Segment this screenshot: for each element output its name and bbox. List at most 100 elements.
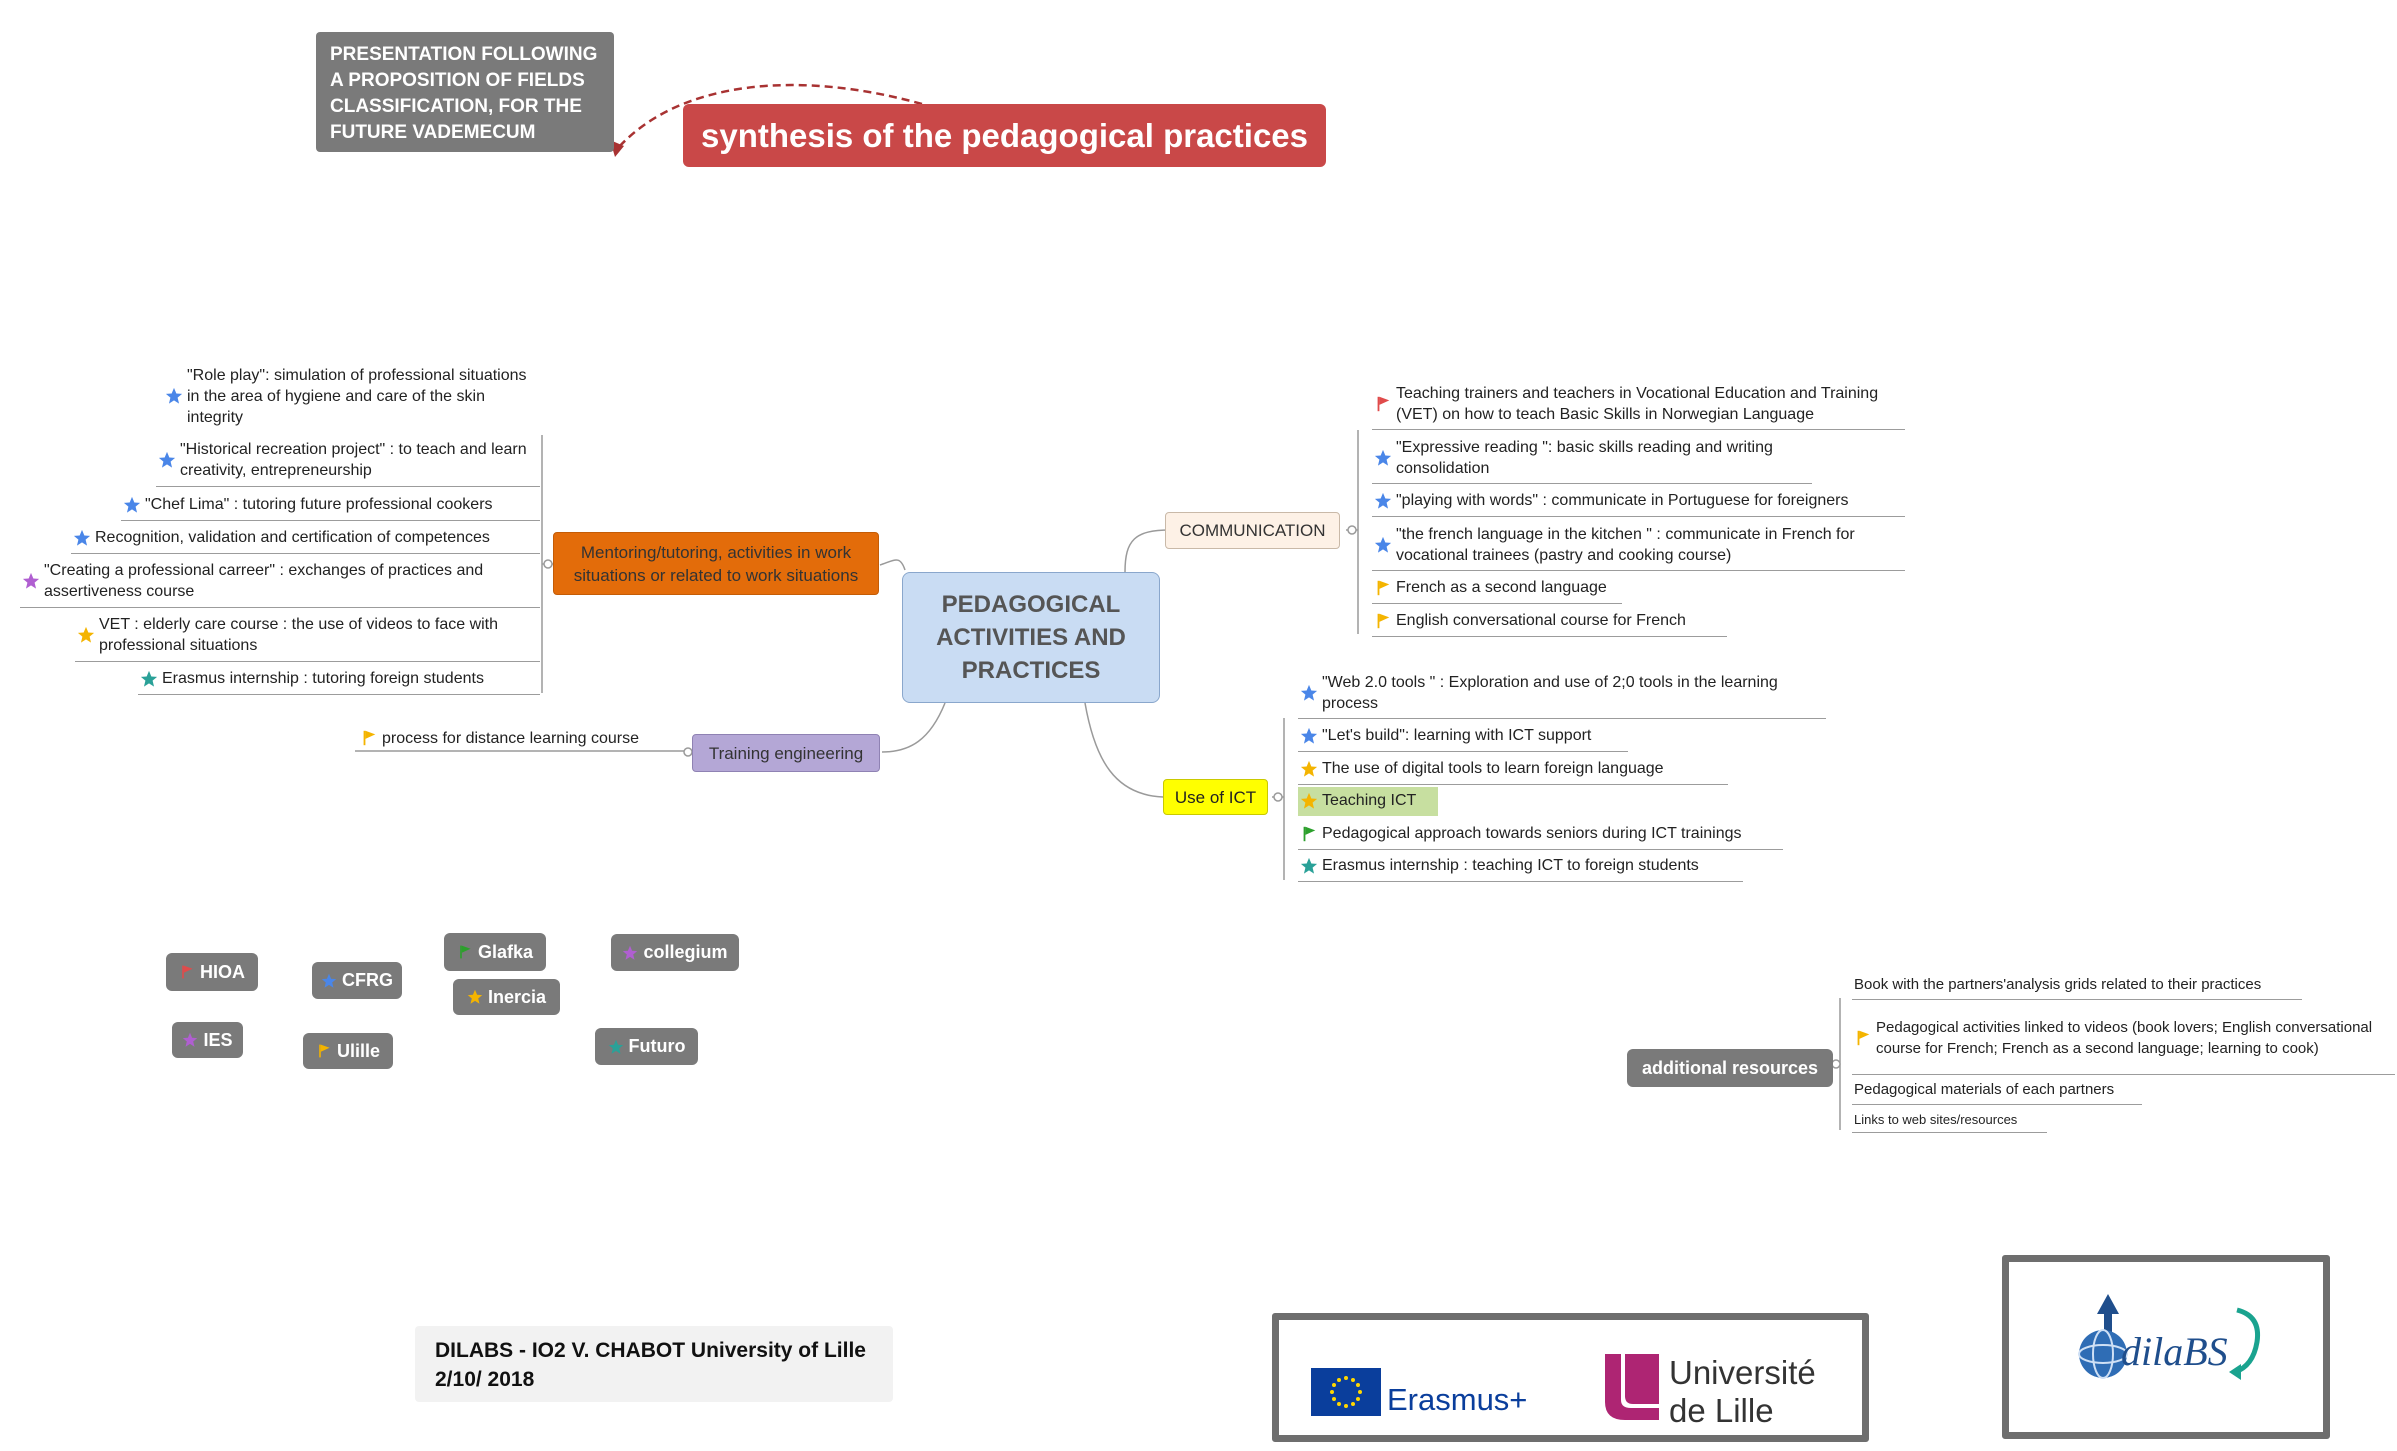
- communication-item[interactable]: "the french language in the kitchen " : …: [1372, 521, 1905, 571]
- ict-item-label: Teaching ICT: [1322, 792, 1417, 809]
- partner-tag-glafka[interactable]: Glafka: [444, 933, 546, 971]
- ict-item[interactable]: "Web 2.0 tools " : Exploration and use o…: [1298, 669, 1826, 719]
- dilabs-wordmark: dilaBS: [2121, 1329, 2228, 1374]
- flag-red-icon: [1374, 395, 1392, 413]
- partner-tag-futuro[interactable]: Futuro: [595, 1028, 698, 1065]
- partner-label: Ulille: [336, 1040, 380, 1061]
- central-topic[interactable]: PEDAGOGICAL ACTIVITIES AND PRACTICES: [902, 572, 1160, 703]
- branch-use-of-ict[interactable]: Use of ICT: [1163, 779, 1268, 815]
- resource-item[interactable]: Book with the partners'analysis grids re…: [1852, 972, 2302, 1000]
- mentoring-item-label: VET : elderly care course : the use of v…: [99, 616, 499, 654]
- flag-green-icon: [457, 944, 473, 960]
- ulille-wordmark: Université de Lille: [1669, 1354, 1816, 1429]
- star-blue-icon: [73, 529, 91, 547]
- star-green-icon: [608, 1039, 624, 1055]
- ulille-logo-icon: [1605, 1354, 1659, 1420]
- partner-tag-collegium[interactable]: collegium: [611, 934, 739, 971]
- branch-communication[interactable]: COMMUNICATION: [1165, 512, 1340, 549]
- mentoring-item-label: "Chef Lima" : tutoring future profession…: [145, 496, 493, 513]
- ict-item-highlighted[interactable]: Teaching ICT: [1298, 787, 1438, 816]
- flag-green-icon: [1300, 825, 1318, 843]
- resource-item[interactable]: Links to web sites/resources: [1852, 1108, 2047, 1133]
- star-blue-icon: [165, 387, 183, 405]
- ict-item-label: Erasmus internship : teaching ICT to for…: [1322, 857, 1699, 874]
- resource-item[interactable]: Pedagogical activities linked to videos …: [1852, 1003, 2395, 1075]
- communication-item-label: French as a second language: [1396, 579, 1607, 596]
- mentoring-item-label: "Historical recreation project" : to tea…: [180, 441, 527, 479]
- ict-item[interactable]: Erasmus internship : teaching ICT to for…: [1298, 852, 1743, 882]
- communication-item[interactable]: "Expressive reading ": basic skills read…: [1372, 434, 1812, 484]
- communication-item[interactable]: English conversational course for French: [1372, 607, 1727, 637]
- mentoring-item[interactable]: "Chef Lima" : tutoring future profession…: [121, 491, 540, 521]
- additional-resources-node[interactable]: additional resources: [1627, 1049, 1833, 1087]
- partner-logos-frame: Erasmus+ Université de Lille: [1272, 1313, 1869, 1442]
- communication-item-label: "Expressive reading ": basic skills read…: [1396, 438, 1773, 477]
- star-purple-icon: [182, 1032, 198, 1048]
- branch-training-engineering[interactable]: Training engineering: [692, 734, 880, 772]
- communication-item[interactable]: "playing with words" : communicate in Po…: [1372, 487, 1905, 517]
- ict-item[interactable]: The use of digital tools to learn foreig…: [1298, 755, 1728, 785]
- star-blue-icon: [321, 973, 337, 989]
- training-item-label: process for distance learning course: [382, 729, 640, 747]
- mentoring-item-label: "Creating a professional carreer" : exch…: [44, 562, 484, 600]
- star-blue-icon: [1300, 727, 1318, 745]
- partner-tag-ies[interactable]: IES: [172, 1022, 243, 1058]
- resource-item[interactable]: Pedagogical materials of each partners: [1852, 1077, 2142, 1105]
- mentoring-item-label: "Role play": simulation of professional …: [187, 366, 527, 426]
- mentoring-item[interactable]: Recognition, validation and certificatio…: [71, 524, 540, 554]
- star-blue-icon: [1374, 492, 1392, 510]
- star-yellow-icon: [1300, 760, 1318, 778]
- mentoring-item[interactable]: VET : elderly care course : the use of v…: [75, 611, 540, 662]
- dilabs-logo-frame: dilaBS: [2002, 1255, 2330, 1439]
- star-blue-icon: [123, 496, 141, 514]
- partner-label: Futuro: [628, 1036, 686, 1056]
- partner-label: Inercia: [487, 986, 547, 1007]
- star-blue-icon: [158, 451, 176, 469]
- partner-tag-cfrg[interactable]: CFRG: [312, 962, 402, 999]
- flag-red-icon: [179, 964, 195, 980]
- branch-mentoring[interactable]: Mentoring/tutoring, activities in work s…: [553, 532, 879, 595]
- flag-yellow-icon: [316, 1043, 332, 1059]
- globe-icon: [2078, 1294, 2128, 1379]
- partner-tag-ulille[interactable]: Ulille: [303, 1033, 393, 1069]
- vademecum-note: PRESENTATION FOLLOWING A PROPOSITION OF …: [316, 32, 614, 152]
- ict-item-label: The use of digital tools to learn foreig…: [1322, 760, 1664, 777]
- star-blue-icon: [1374, 536, 1392, 554]
- teal-arrow-icon: [2229, 1307, 2261, 1380]
- map-title: synthesis of the pedagogical practices: [683, 104, 1326, 167]
- star-purple-icon: [622, 945, 638, 961]
- mentoring-item[interactable]: "Historical recreation project" : to tea…: [156, 436, 540, 487]
- resource-item-label: Pedagogical activities linked to videos …: [1876, 1018, 2373, 1057]
- resource-item-label: Pedagogical materials of each partners: [1854, 1081, 2115, 1098]
- partner-tag-hioa[interactable]: HIOA: [166, 953, 258, 991]
- ict-item[interactable]: Pedagogical approach towards seniors dur…: [1298, 820, 1783, 850]
- partner-tag-inercia[interactable]: Inercia: [453, 979, 560, 1015]
- star-yellow-icon: [77, 626, 95, 644]
- erasmus-wordmark: Erasmus+: [1387, 1382, 1528, 1417]
- partner-label: IES: [203, 1029, 233, 1050]
- star-purple-icon: [22, 572, 40, 590]
- communication-item[interactable]: French as a second language: [1372, 574, 1622, 604]
- communication-item[interactable]: Teaching trainers and teachers in Vocati…: [1372, 380, 1905, 430]
- star-green-icon: [1300, 857, 1318, 875]
- communication-item-label: "playing with words" : communicate in Po…: [1396, 492, 1849, 509]
- partner-label: Glafka: [477, 941, 534, 962]
- flag-yellow-icon: [360, 729, 378, 747]
- resource-item-label: Book with the partners'analysis grids re…: [1854, 976, 2262, 993]
- mentoring-item-label: Erasmus internship : tutoring foreign st…: [162, 670, 484, 687]
- mentoring-item[interactable]: Erasmus internship : tutoring foreign st…: [138, 665, 540, 695]
- eu-flag-icon: [1311, 1368, 1381, 1416]
- ict-item[interactable]: "Let's build": learning with ICT support: [1298, 722, 1628, 752]
- communication-item-label: Teaching trainers and teachers in Vocati…: [1396, 384, 1879, 423]
- ict-item-label: "Let's build": learning with ICT support: [1322, 727, 1592, 744]
- star-green-icon: [140, 670, 158, 688]
- star-blue-icon: [1374, 449, 1392, 467]
- star-yellow-icon: [467, 989, 483, 1005]
- training-item[interactable]: process for distance learning course: [358, 724, 663, 754]
- star-yellow-icon: [1300, 792, 1318, 810]
- partner-label: HIOA: [200, 961, 245, 982]
- mentoring-item[interactable]: "Role play": simulation of professional …: [163, 362, 540, 432]
- credit-box: DILABS - IO2 V. CHABOT University of Lil…: [415, 1326, 893, 1402]
- partner-label: CFRG: [342, 970, 393, 990]
- mentoring-item[interactable]: "Creating a professional carreer" : exch…: [20, 557, 540, 608]
